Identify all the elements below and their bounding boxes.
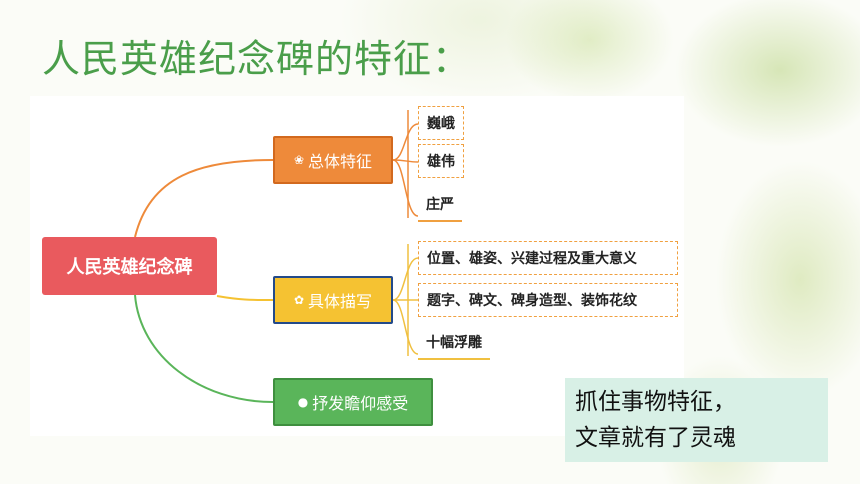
callout-line: 抓住事物特征，	[575, 389, 736, 415]
callout-line: 文章就有了灵魂	[575, 425, 736, 451]
mind-map-links	[134, 110, 419, 403]
branch-node-details: ✿ 具体描写	[273, 276, 393, 324]
link-root-branch2	[216, 295, 274, 301]
link-b2-leaf3	[392, 299, 419, 355]
callout-box: 抓住事物特征， 文章就有了灵魂	[565, 378, 828, 462]
flower-icon: ❀	[293, 153, 305, 167]
branch-label: 抒发瞻仰感受	[312, 394, 409, 413]
link-root-branch1	[134, 159, 274, 238]
branch-node-feelings: ● 抒发瞻仰感受	[273, 378, 433, 426]
branch-label: 总体特征	[308, 152, 373, 171]
link-b1-leaf1	[392, 123, 419, 161]
root-node: 人民英雄纪念碑	[42, 237, 217, 295]
sprout-icon: ✿	[293, 293, 305, 307]
leaf-node: 雄伟	[418, 144, 464, 178]
leaf-node: 题字、碑文、碑身造型、装饰花纹	[418, 283, 678, 317]
page-title: 人民英雄纪念碑的特征：	[42, 37, 472, 81]
link-b1-leaf3	[392, 159, 419, 217]
link-b1-leaf2	[392, 159, 419, 163]
leaf-node: 十幅浮雕	[418, 326, 490, 360]
branch-label: 具体描写	[308, 292, 373, 311]
leaf-node: 巍峨	[418, 106, 464, 140]
branch-node-overall: ❀ 总体特征	[273, 136, 393, 184]
leaf-node: 庄严	[418, 188, 462, 222]
link-b2-leaf1	[392, 257, 419, 301]
magnifier-icon: ●	[297, 395, 309, 409]
leaf-node: 位置、雄姿、兴建过程及重大意义	[418, 241, 678, 275]
link-root-branch3	[134, 294, 274, 403]
